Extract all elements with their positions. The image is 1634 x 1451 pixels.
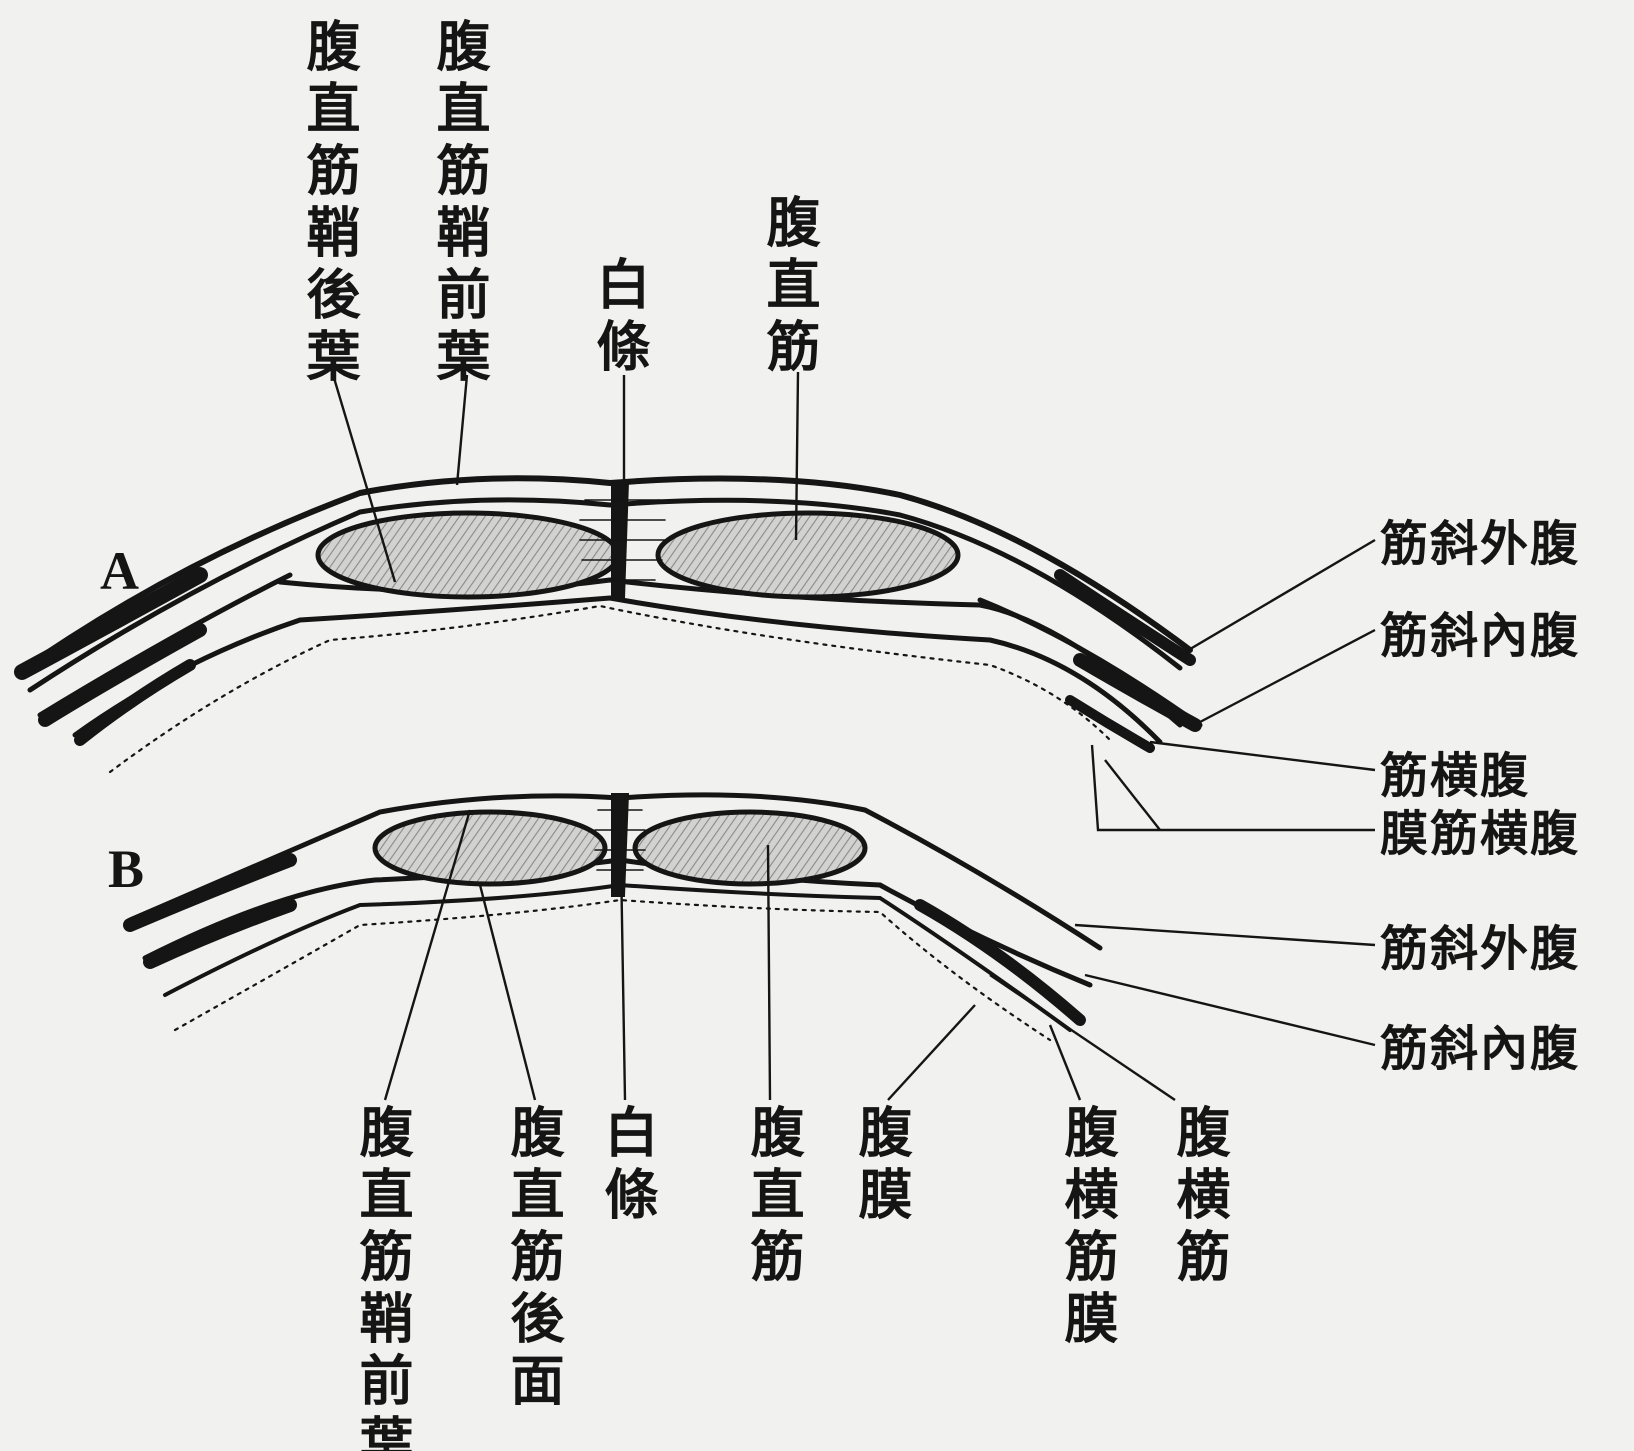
b-rectus-right xyxy=(635,812,865,884)
panel-letter-b: B xyxy=(108,838,144,900)
b-rectus-left xyxy=(375,812,605,884)
section-a xyxy=(22,478,1200,772)
a-transversus xyxy=(75,598,1160,742)
label-transversalis-fascia-b: 腹横筋膜 xyxy=(1060,1104,1114,1352)
label-transversalis-fascia-a: 膜筋横腹 xyxy=(1380,810,1580,858)
label-rectus-sheath-posterior-a: 腹直筋鞘後葉 xyxy=(302,18,356,390)
panel-letter-a: A xyxy=(100,540,139,602)
label-external-oblique-a: 筋斜外腹 xyxy=(1380,520,1580,568)
label-rectus-posterior-surface-b: 腹直筋後面 xyxy=(506,1104,560,1414)
label-internal-oblique-a: 筋斜內腹 xyxy=(1380,612,1580,660)
label-rectus-sheath-anterior-b: 腹直筋鞘前葉 xyxy=(355,1104,409,1451)
a-transversus-dark xyxy=(80,665,190,740)
label-linea-alba-a: 白條 xyxy=(592,256,646,380)
b-peritoneum xyxy=(175,900,1050,1040)
a-peritoneum xyxy=(110,606,1110,772)
label-rectus-sheath-anterior-a: 腹直筋鞘前葉 xyxy=(432,18,486,390)
label-transversus-b: 腹横筋 xyxy=(1172,1104,1226,1290)
a-rectus-left xyxy=(318,513,618,597)
label-linea-alba-b: 白條 xyxy=(600,1104,654,1228)
section-b xyxy=(130,794,1100,1040)
a-posterior-sheath xyxy=(280,580,1180,725)
label-internal-oblique-b: 筋斜內腹 xyxy=(1380,1025,1580,1073)
a-rectus-right xyxy=(658,513,958,597)
label-external-oblique-b: 筋斜外腹 xyxy=(1380,925,1580,973)
label-rectus-muscle-a: 腹直筋 xyxy=(762,194,816,380)
label-rectus-muscle-b: 腹直筋 xyxy=(746,1104,800,1290)
label-transversus-a: 筋横腹 xyxy=(1380,752,1530,800)
label-peritoneum-b: 腹膜 xyxy=(854,1104,908,1228)
